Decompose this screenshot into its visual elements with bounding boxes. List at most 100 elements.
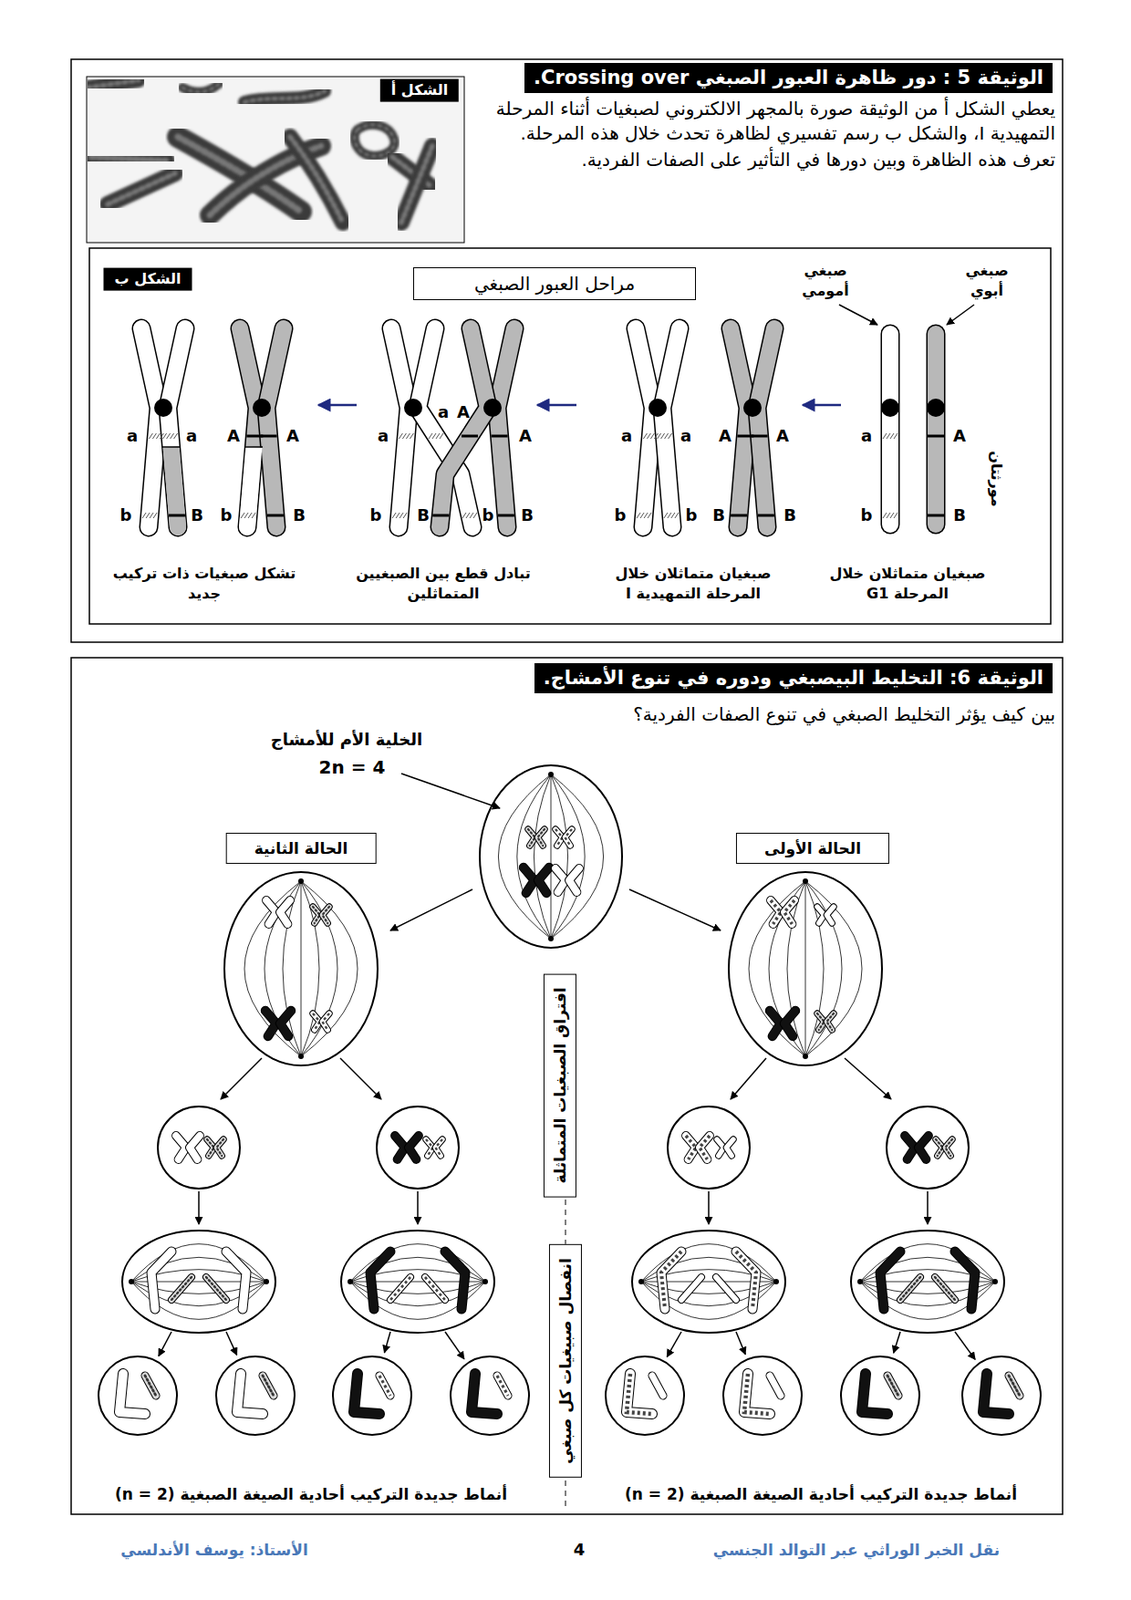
- gene-band: [142, 512, 146, 519]
- chromatid-hatch: [564, 829, 572, 846]
- chromatid-outline: [497, 1375, 509, 1396]
- chromatid: [239, 328, 258, 528]
- chromosome-blob: [244, 91, 325, 103]
- phase-box: انفصال صبيغيات كل صبغي: [549, 1244, 582, 1478]
- chromatid-outline: [826, 906, 834, 924]
- chromatid-dots: [171, 1276, 192, 1300]
- chromatid-cap: [238, 518, 256, 536]
- spindle-pole: [298, 1053, 304, 1059]
- chromatid: [390, 1276, 411, 1300]
- spindle-fiber: [550, 774, 569, 939]
- gene-band: [498, 514, 515, 518]
- chromatid-outline: [239, 328, 258, 528]
- chromatid-outline: [699, 1135, 710, 1160]
- chromatid: [826, 906, 834, 924]
- chromatid: [312, 1013, 321, 1030]
- chromatid-outline: [652, 1375, 664, 1396]
- gene-band: [170, 433, 175, 439]
- chromosome-texture: [182, 83, 219, 93]
- chromatid-hatch: [784, 900, 795, 924]
- chromatid-outline: [321, 1013, 330, 1030]
- chromatid-outline: [944, 1139, 953, 1156]
- gene-letter: B: [712, 504, 726, 527]
- arrow: [226, 1331, 238, 1355]
- chromatid-outline: [918, 1135, 929, 1160]
- cell-membrane: [479, 765, 623, 948]
- chromatid: [817, 906, 825, 924]
- chromatid: [321, 906, 330, 924]
- gene-band: [667, 512, 672, 519]
- chromatid: [523, 867, 535, 893]
- centromere: [154, 398, 173, 417]
- stage-caption: تشكل صبغيات ذات تركيب جديد: [108, 563, 301, 603]
- cell: [216, 1356, 295, 1435]
- chromosome-label: صبغي أبوي: [957, 260, 1017, 301]
- gene-band: [398, 433, 403, 439]
- cell-membrane: [122, 1230, 276, 1333]
- arrow: [158, 1331, 172, 1357]
- chromatid: [216, 1139, 224, 1156]
- chromatid: [425, 1276, 446, 1300]
- gene-band: [757, 514, 775, 518]
- cell: [605, 1356, 685, 1435]
- chromatid-outline: [167, 328, 186, 528]
- gene-band: [890, 433, 894, 439]
- chromatid: [904, 1135, 915, 1160]
- gene-band: [730, 514, 748, 518]
- gene-letter: b: [861, 504, 873, 527]
- gene-band: [650, 433, 654, 439]
- spindle-fiber: [300, 881, 338, 1057]
- photo-frame: [86, 76, 465, 243]
- gene-band: [466, 512, 470, 519]
- chromatid: [569, 868, 580, 893]
- gene-letter: B: [783, 504, 797, 527]
- gene-band: [251, 512, 256, 519]
- chromatid: [927, 333, 945, 525]
- chromatid-outline: [904, 1135, 915, 1160]
- chromosome-blob: [91, 156, 167, 161]
- arrow: [844, 1058, 892, 1100]
- chromatid-outline: [926, 333, 946, 525]
- chromatid-outline: [757, 328, 775, 528]
- chromatid-hatch: [744, 1373, 770, 1414]
- chromatid: [699, 1135, 710, 1160]
- chromatid: [528, 829, 536, 846]
- gene-letter: a: [186, 425, 198, 447]
- gene-band: [890, 512, 894, 519]
- chromatid-dots: [537, 829, 545, 846]
- chromatid-dots: [900, 1276, 921, 1300]
- chromatid: [265, 1010, 277, 1037]
- node-text: الحالة الثانية: [254, 838, 349, 859]
- title-bar: الوثيقة 6: التخليط البيصبغي ودوره في تنو…: [534, 663, 1053, 694]
- chromatid-outline: [861, 1373, 888, 1414]
- gene-band: [428, 433, 433, 439]
- chromatid-outline: [171, 1276, 192, 1300]
- chromatid-outline: [280, 900, 291, 924]
- chromatid: [167, 328, 186, 528]
- chromatid-outline: [1008, 1375, 1020, 1396]
- spindle-pole: [298, 878, 304, 884]
- chromatid: [935, 1139, 944, 1156]
- gene-band: [155, 433, 160, 439]
- gene-band: [664, 433, 669, 439]
- chromatid: [189, 1135, 200, 1160]
- gene-letter: a: [437, 401, 449, 424]
- chromatid-hatch: [379, 1375, 391, 1396]
- chromatid: [726, 1139, 734, 1156]
- cell: [332, 1356, 412, 1435]
- case-box: الحالة الأولى: [736, 832, 890, 864]
- chromatid-outline: [394, 1135, 405, 1160]
- figure-tag: الشكل ب: [103, 268, 192, 291]
- gene-band: [432, 514, 449, 518]
- cell-membrane: [341, 1230, 495, 1333]
- gene-letter: b: [482, 504, 495, 527]
- chromatid-dots: [944, 1139, 953, 1156]
- centromere: [252, 398, 271, 417]
- cell: [667, 1106, 750, 1189]
- arrow: [197, 1191, 200, 1225]
- chromatid: [730, 328, 748, 528]
- chromatid: [207, 1139, 215, 1156]
- chromosome-texture: [91, 156, 167, 161]
- chromatid-outline: [685, 1135, 696, 1160]
- question-text: بين كيف يؤثر التخليط الصبغي في تنوع الصف…: [632, 702, 1056, 727]
